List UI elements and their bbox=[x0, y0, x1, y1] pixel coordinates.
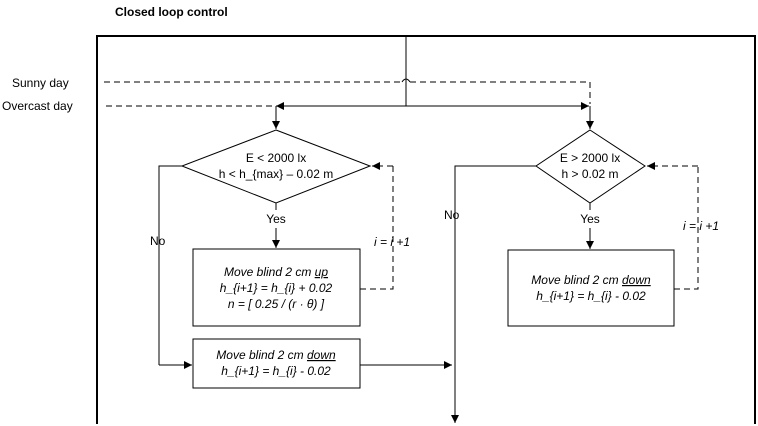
right-move-down-prefix: Move blind 2 cm bbox=[531, 273, 622, 287]
move-up-direction: up bbox=[315, 265, 329, 279]
move-up-formula: h_{i+1} = h_{i} + 0.02 bbox=[220, 281, 333, 295]
right-move-down-box bbox=[507, 249, 675, 327]
move-up-prefix: Move blind 2 cm bbox=[224, 265, 315, 279]
left-move-down-direction: down bbox=[307, 348, 336, 362]
left-no-label: No bbox=[150, 234, 166, 248]
right-no-label: No bbox=[444, 208, 460, 222]
left-move-down-box bbox=[192, 338, 361, 389]
sunny-input-line bbox=[104, 81, 591, 104]
left-move-down-line1: Move blind 2 cm down bbox=[216, 348, 336, 362]
left-loop-line bbox=[360, 166, 394, 290]
left-move-down-prefix: Move blind 2 cm bbox=[216, 348, 307, 362]
right-yes-label: Yes bbox=[580, 212, 600, 226]
diagram-title: Closed loop control bbox=[115, 5, 228, 19]
move-up-steps: n = [ 0.25 / (r · θ) ] bbox=[228, 297, 325, 311]
right-no-line-exit bbox=[451, 165, 536, 423]
left-move-down-formula: h_{i+1} = h_{i} - 0.02 bbox=[221, 364, 331, 378]
right-move-down-direction: down bbox=[622, 273, 651, 287]
input-label-sunny: Sunny day bbox=[12, 76, 69, 90]
input-label-overcast: Overcast day bbox=[2, 99, 73, 113]
right-decision-condition-2: h > 0.02 m bbox=[561, 167, 618, 181]
right-loop-line bbox=[674, 166, 699, 290]
left-decision-condition-2: h < h_{max} – 0.02 m bbox=[219, 167, 333, 181]
move-up-line1: Move blind 2 cm up bbox=[224, 265, 328, 279]
right-move-down-line1: Move blind 2 cm down bbox=[531, 273, 651, 287]
right-move-down-formula: h_{i+1} = h_{i} - 0.02 bbox=[536, 289, 646, 303]
left-loop-label: i = i +1 bbox=[374, 235, 410, 249]
move-up-box bbox=[192, 248, 361, 327]
right-decision-condition-1: E > 2000 lx bbox=[560, 151, 620, 165]
left-decision-condition-1: E < 2000 lx bbox=[246, 151, 306, 165]
control-boundary bbox=[96, 35, 756, 424]
left-yes-label: Yes bbox=[266, 212, 286, 226]
left-no-line bbox=[158, 165, 182, 365]
right-loop-label: i = i +1 bbox=[683, 219, 719, 233]
